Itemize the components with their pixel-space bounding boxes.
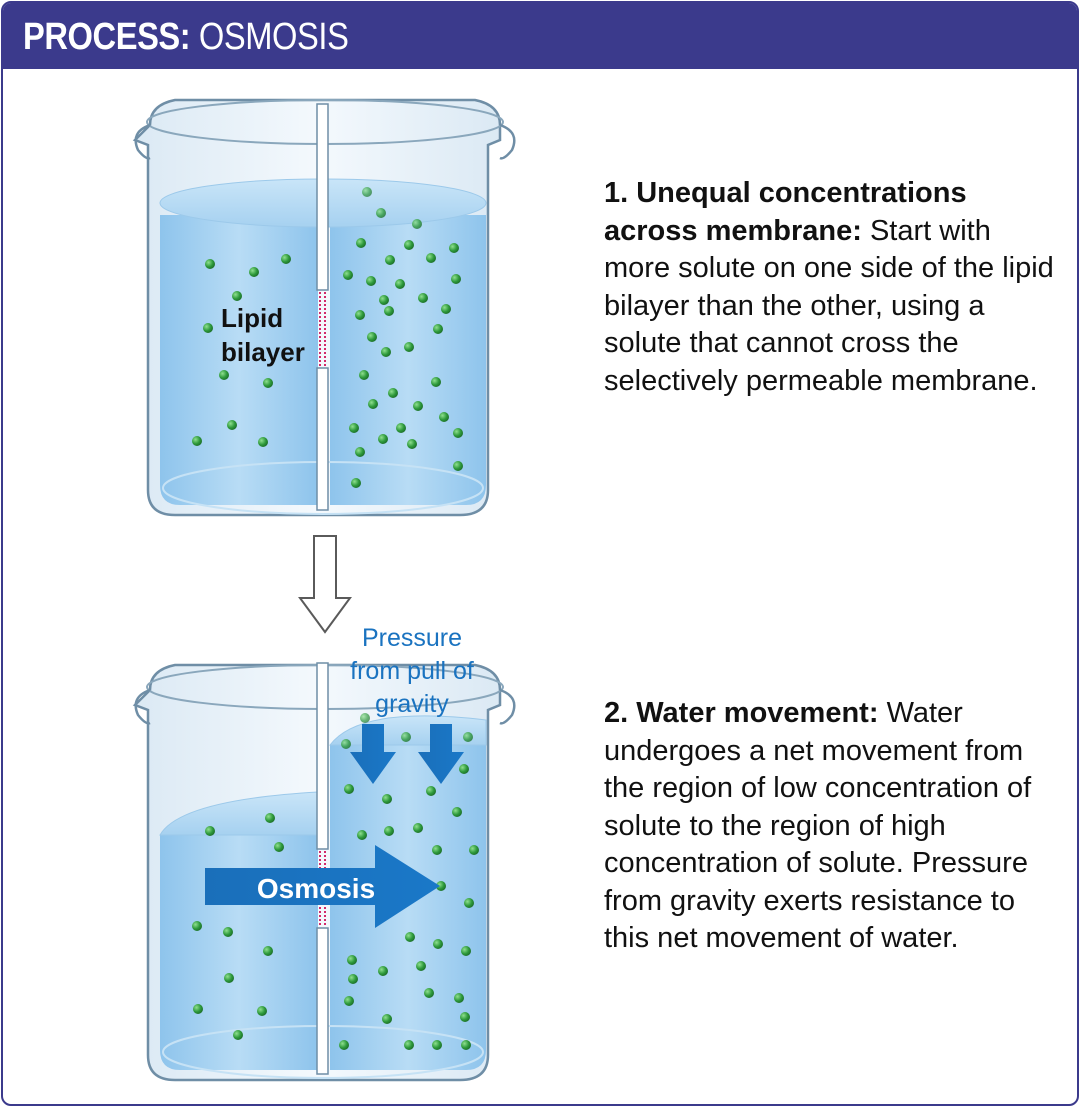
step-2-body: Water undergoes a net movement from the … bbox=[604, 697, 1032, 954]
solute-particles-left-2 bbox=[192, 813, 284, 1040]
header-bar: PROCESS: OSMOSIS bbox=[3, 3, 1077, 69]
step-2-lead: 2. Water movement: bbox=[604, 697, 879, 729]
bilayer-label-line2: bilayer bbox=[221, 337, 305, 367]
lipid-bilayer-membrane-1 bbox=[319, 292, 326, 366]
step-2-description: 2. Water movement: Water undergoes a net… bbox=[604, 695, 1064, 958]
gravity-arrow-icon-2 bbox=[418, 724, 464, 784]
beaker-before: Lipid bilayer bbox=[132, 98, 516, 517]
osmosis-label: Osmosis bbox=[257, 873, 375, 904]
pressure-label-line3: gravity bbox=[375, 690, 449, 718]
title-rest: OSMOSIS bbox=[198, 16, 349, 58]
osmosis-arrow-icon bbox=[205, 845, 440, 928]
bilayer-label-line1: Lipid bbox=[221, 303, 283, 333]
solute-particles-right-2 bbox=[339, 713, 479, 1050]
gravity-arrow-icon-1 bbox=[350, 724, 396, 784]
step-1-lead: 1. Unequal concentrations across membran… bbox=[604, 177, 967, 247]
solute-particles-right-1 bbox=[343, 187, 463, 488]
beaker-after: Osmosis Pressure from pull of gravity bbox=[132, 624, 516, 1082]
solute-particles-left-1 bbox=[192, 254, 291, 447]
pressure-label-line2: from pull of bbox=[350, 657, 474, 685]
figure-title: PROCESS: OSMOSIS bbox=[23, 15, 349, 59]
transition-arrow-icon bbox=[298, 535, 352, 634]
step-1-description: 1. Unequal concentrations across membran… bbox=[604, 175, 1064, 400]
pressure-label-line1: Pressure bbox=[362, 624, 462, 652]
step-1-body: Start with more solute on one side of th… bbox=[604, 214, 1054, 397]
title-strong: PROCESS: bbox=[23, 16, 191, 58]
